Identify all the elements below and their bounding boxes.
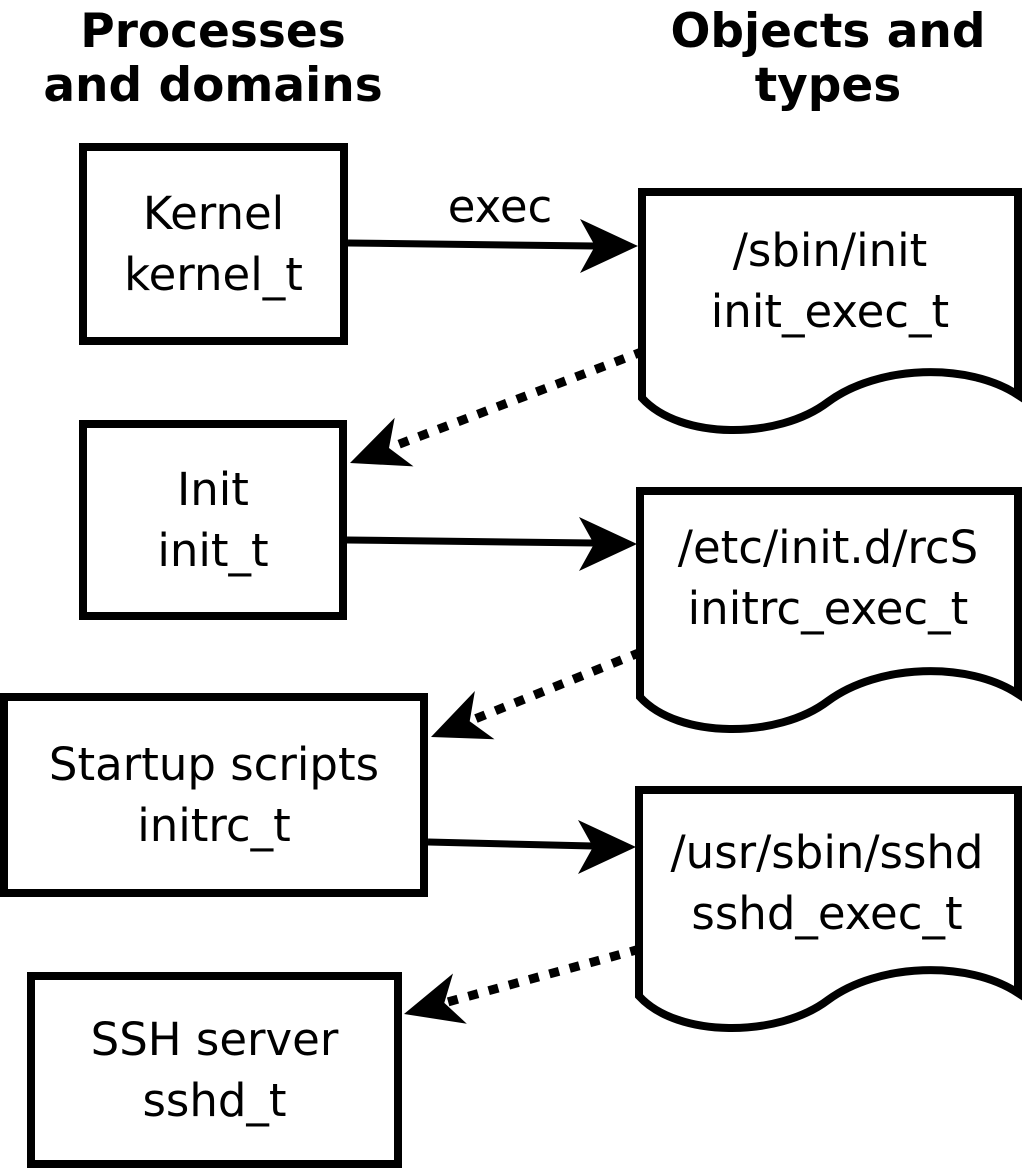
dotted-arrow-sshd-exec-to-sshd [442, 944, 642, 1008]
arrowhead-init-to-initrc-exec [579, 517, 637, 571]
process-label: Init [177, 463, 249, 516]
column-header-processes-line2: and domains [43, 58, 383, 113]
process-label: Kernel [142, 187, 285, 240]
arrowhead-initrc-to-sshd-exec [578, 820, 636, 874]
process-label: Startup scripts [48, 738, 380, 791]
object-type: init_exec_t [710, 285, 950, 338]
column-header-objects-line2: types [754, 58, 902, 113]
process-label: SSH server [90, 1013, 339, 1066]
object-type: sshd_exec_t [691, 887, 963, 940]
column-header-objects-line1: Objects and [670, 4, 986, 59]
arrowhead-init-exec-to-init [350, 417, 414, 467]
process-domain: init_t [157, 524, 269, 577]
column-header-objects: Objects and types [628, 5, 1024, 113]
arrowhead-kernel-to-init-exec [580, 219, 638, 273]
document-label-etc-initd-rcs: /etc/init.d/rcS initrc_exec_t [640, 517, 1016, 639]
solid-arrow-init-to-initrc-exec [346, 536, 595, 547]
object-path: /sbin/init [732, 224, 928, 277]
solid-arrow-initrc-to-sshd-exec [427, 838, 594, 850]
dotted-arrow-init-exec-to-init [387, 346, 646, 453]
arrowhead-initrc-exec-to-initrc [431, 691, 495, 740]
process-domain: kernel_t [124, 248, 303, 301]
document-shape-sbin-init [638, 188, 1022, 434]
document-label-usr-sbin-sshd: /usr/sbin/sshd sshd_exec_t [639, 822, 1015, 944]
document-label-sbin-init: /sbin/init init_exec_t [642, 220, 1018, 342]
object-path: /usr/sbin/sshd [670, 826, 984, 879]
process-box-init: Init init_t [79, 420, 347, 620]
exec-arrow-label: exec [447, 180, 553, 233]
column-header-processes: Processes and domains [0, 5, 426, 113]
object-type: initrc_exec_t [687, 582, 969, 635]
process-box-ssh-server: SSH server sshd_t [27, 972, 402, 1168]
process-box-kernel: Kernel kernel_t [79, 143, 348, 345]
dotted-arrow-initrc-exec-to-initrc [468, 647, 643, 726]
process-box-startup-scripts: Startup scripts initrc_t [0, 693, 428, 897]
process-domain: initrc_t [137, 799, 291, 852]
document-shape-usr-sbin-sshd [635, 786, 1022, 1032]
solid-arrow-kernel-to-init-exec [347, 239, 596, 250]
document-shape-etc-initd-rcs [636, 487, 1022, 733]
process-domain: sshd_t [142, 1074, 287, 1127]
column-header-processes-line1: Processes [80, 4, 346, 59]
object-path: /etc/init.d/rcS [677, 521, 979, 574]
arrowhead-sshd-exec-to-sshd [404, 973, 467, 1024]
